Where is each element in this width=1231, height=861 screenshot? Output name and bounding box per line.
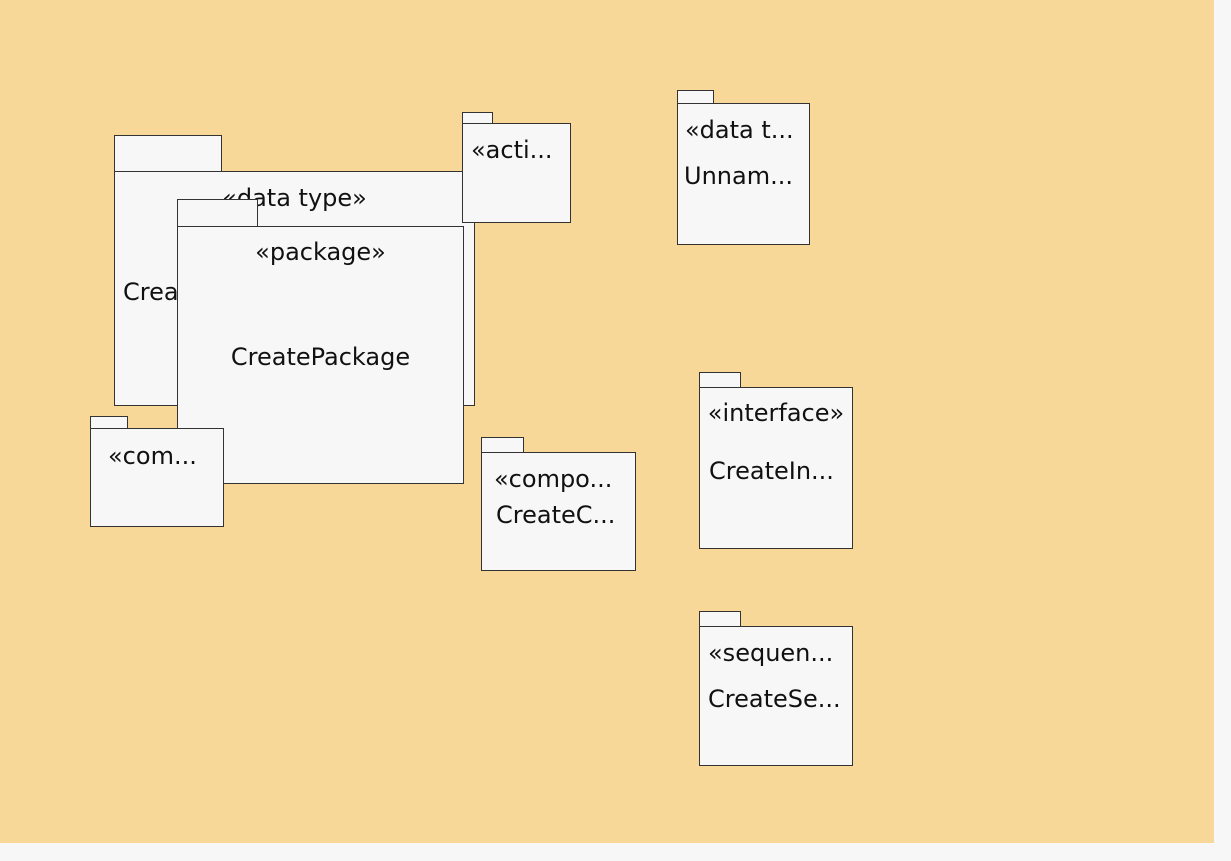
package-stereotype: «package» xyxy=(255,238,386,266)
package-interface[interactable]: «interface» CreateIn... xyxy=(699,372,853,549)
package-main[interactable]: «package» CreatePackage xyxy=(177,199,464,484)
package-body: «acti... xyxy=(462,123,571,223)
package-component-small[interactable]: «com... xyxy=(90,416,224,527)
package-sequence[interactable]: «sequen... CreateSe... xyxy=(699,611,853,766)
diagram-canvas[interactable]: «data type» Crea «acti... «package» Crea… xyxy=(0,0,1214,843)
package-name: CreateSe... xyxy=(708,685,841,713)
package-stereotype: «compo... xyxy=(494,465,613,493)
package-tab xyxy=(114,135,222,173)
package-stereotype: «com... xyxy=(108,442,197,470)
package-name: Crea xyxy=(123,278,179,306)
package-body: «data t... Unnam... xyxy=(677,103,810,245)
package-body: «interface» CreateIn... xyxy=(699,387,853,549)
package-body: «package» CreatePackage xyxy=(177,226,464,484)
package-body: «compo... CreateC... xyxy=(481,452,636,571)
package-body: «sequen... CreateSe... xyxy=(699,626,853,766)
package-tab xyxy=(177,199,258,228)
package-name: CreateC... xyxy=(496,501,616,529)
package-body: «com... xyxy=(90,428,224,527)
package-stereotype: «sequen... xyxy=(708,639,834,667)
package-component-mid[interactable]: «compo... CreateC... xyxy=(481,437,636,571)
package-activity[interactable]: «acti... xyxy=(462,112,571,223)
package-name: Unnam... xyxy=(684,162,793,190)
package-stereotype: «interface» xyxy=(707,399,845,427)
package-stereotype: «acti... xyxy=(471,136,553,164)
package-name: CreateIn... xyxy=(709,457,834,485)
package-name: CreatePackage xyxy=(230,343,411,371)
package-stereotype: «data t... xyxy=(685,116,794,144)
package-datatype-small[interactable]: «data t... Unnam... xyxy=(677,90,810,245)
